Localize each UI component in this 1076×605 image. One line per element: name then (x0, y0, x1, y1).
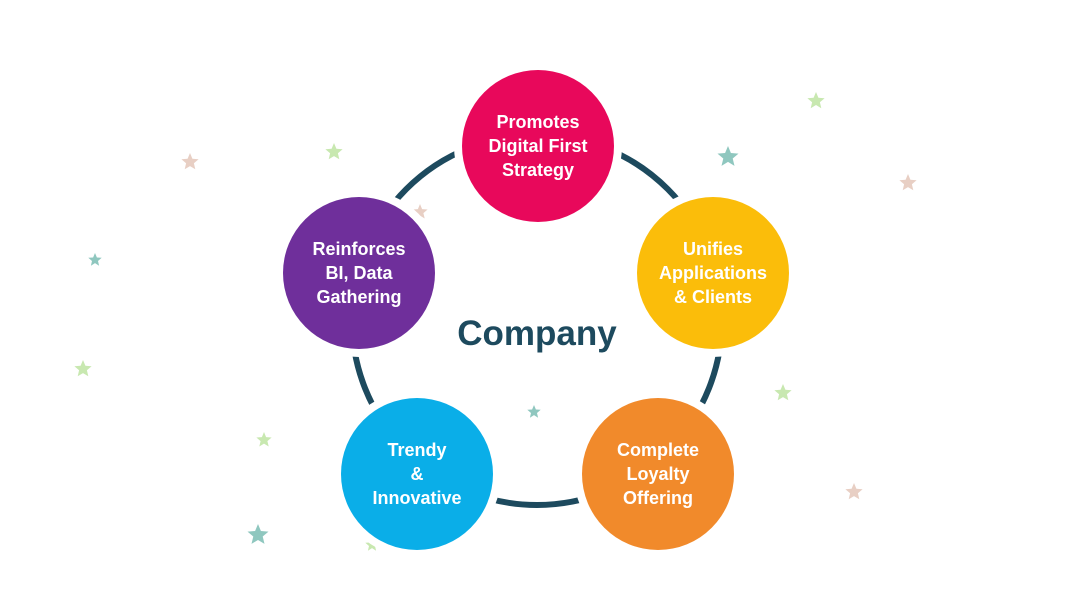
node-text: Complete (616, 440, 699, 460)
star-icon (325, 143, 343, 160)
star-icon (88, 253, 102, 266)
node-trendy-innovative: Trendy & Innovative (341, 398, 493, 550)
star-icon (412, 204, 428, 219)
node-text: & Clients (673, 287, 752, 307)
node-text: Digital First (488, 136, 588, 156)
node-text: Innovative (372, 488, 462, 508)
node-text: BI, Data (325, 263, 393, 283)
star-icon (899, 174, 917, 191)
node-text: Promotes (496, 112, 580, 132)
node-text: Gathering (316, 287, 402, 307)
node-text: Applications (658, 263, 767, 283)
node-text: Unifies (682, 239, 743, 259)
node-text: Reinforces (312, 239, 406, 259)
node-text: Loyalty (626, 464, 690, 484)
star-icon (181, 153, 199, 170)
star-icon (247, 524, 269, 544)
node-text: Trendy (387, 440, 447, 460)
star-icon (774, 384, 792, 401)
star-icon (527, 405, 541, 418)
star-icon (256, 432, 272, 447)
star-icon (845, 483, 863, 500)
node-text: Strategy (501, 160, 574, 180)
star-icon (807, 92, 825, 109)
node-text: Offering (622, 488, 693, 508)
center-label: Company (457, 314, 617, 353)
star-icon (717, 146, 739, 166)
star-icon (74, 360, 92, 377)
star-icon (365, 538, 379, 551)
node-text: & (410, 464, 424, 484)
